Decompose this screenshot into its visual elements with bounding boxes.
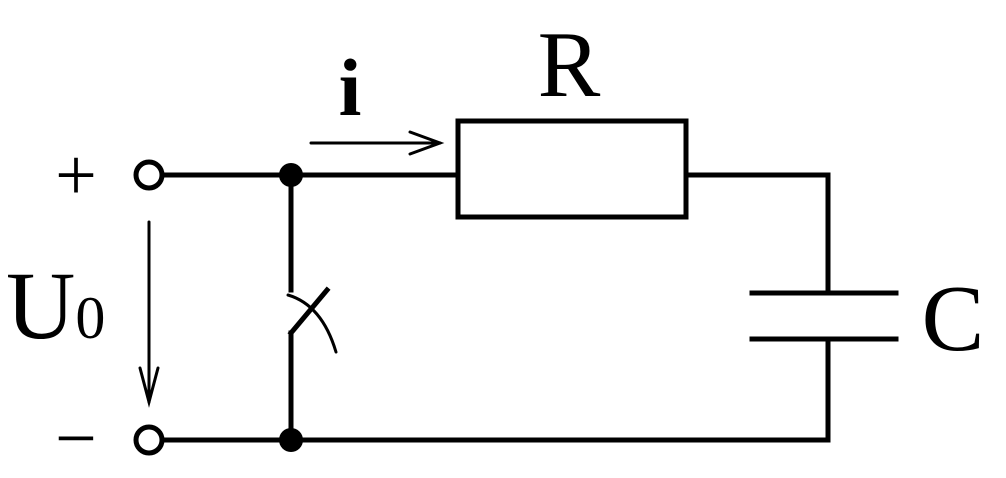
voltage-label-main: U [6, 252, 75, 359]
junction-dot-top [279, 163, 303, 187]
current-arrow-head [408, 130, 445, 156]
minus-label: − [55, 398, 97, 478]
voltage-arrow-head [138, 366, 160, 408]
current-label: i [339, 42, 362, 133]
terminal-plus [133, 159, 165, 191]
plus-label: + [55, 135, 97, 217]
resistor [455, 118, 689, 220]
junction-dot-bottom [279, 428, 303, 452]
capacitor-label: C [922, 267, 985, 371]
voltage-label-subscript: 0 [75, 285, 105, 351]
terminal-minus [133, 424, 165, 456]
switch-blade [287, 286, 331, 337]
resistor-label: R [538, 13, 601, 117]
switch-arc [286, 293, 338, 354]
voltage-label: U0 [6, 252, 105, 359]
